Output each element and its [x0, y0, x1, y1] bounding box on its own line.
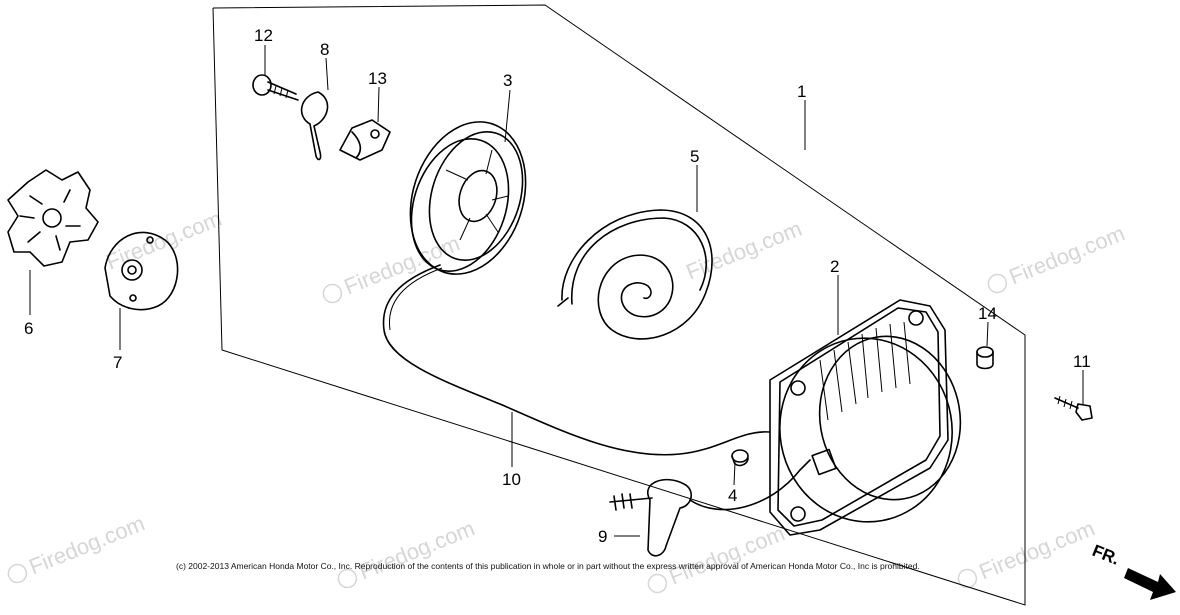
watermark-copyright-icon	[322, 283, 343, 304]
part-14-collar	[976, 346, 994, 370]
part-8-clip	[300, 91, 329, 161]
part-13-ratchet	[339, 119, 391, 161]
callout-2: 2	[830, 257, 839, 276]
watermark-text: Firedog.com	[25, 510, 148, 579]
front-direction-indicator: FR.	[1090, 541, 1176, 600]
callout-1: 1	[797, 82, 806, 101]
callout-6: 6	[24, 319, 33, 338]
callout-14: 14	[978, 304, 997, 323]
watermark-text: Firedog.com	[665, 520, 788, 589]
watermark-text: Firedog.com	[340, 230, 463, 299]
front-label: FR.	[1090, 541, 1123, 569]
watermark-copyright-icon	[7, 563, 28, 584]
copyright-notice: (c) 2002-2013 American Honda Motor Co., …	[176, 561, 920, 571]
part-2-starter-case	[769, 299, 962, 536]
watermark-text: Firedog.com	[975, 515, 1098, 584]
watermark-text: Firedog.com	[1005, 220, 1128, 289]
callout-12: 12	[254, 26, 273, 45]
watermark-group: Firedog.com Firedog.com Firedog.com Fire…	[7, 206, 1128, 594]
callout-labels: 1 2 3 4 5 6 7 8 9 10 11 12 13 14	[24, 26, 1091, 546]
callout-9: 9	[598, 527, 607, 546]
callout-10: 10	[502, 470, 521, 489]
watermark-copyright-icon	[957, 568, 978, 589]
part-10-rope-detail	[388, 267, 443, 331]
watermark-copyright-icon	[647, 573, 668, 594]
callout-8: 8	[320, 40, 329, 59]
watermark-copyright-icon	[987, 273, 1008, 294]
part-12-bolt	[252, 74, 299, 101]
callout-3: 3	[503, 71, 512, 90]
callout-11: 11	[1073, 352, 1091, 371]
watermark-copyright-icon	[337, 568, 358, 589]
callout-4: 4	[728, 486, 737, 505]
callout-7: 7	[113, 353, 122, 372]
watermark-text: Firedog.com	[355, 515, 478, 584]
part-7-starter-pulley	[104, 231, 179, 311]
part-10-starter-rope	[382, 264, 771, 456]
assembly-boundary	[212, 4, 1026, 606]
part-5-recoil-spring	[557, 209, 713, 340]
part-11-bolt	[1054, 395, 1093, 421]
part-4-pin	[731, 449, 749, 467]
callout-leaders	[29, 45, 1084, 537]
callout-5: 5	[690, 147, 699, 166]
part-9-starter-grip	[609, 459, 811, 557]
callout-13: 13	[368, 69, 387, 88]
front-arrow-icon	[1124, 568, 1176, 600]
part-6-cooling-fan	[7, 169, 99, 267]
